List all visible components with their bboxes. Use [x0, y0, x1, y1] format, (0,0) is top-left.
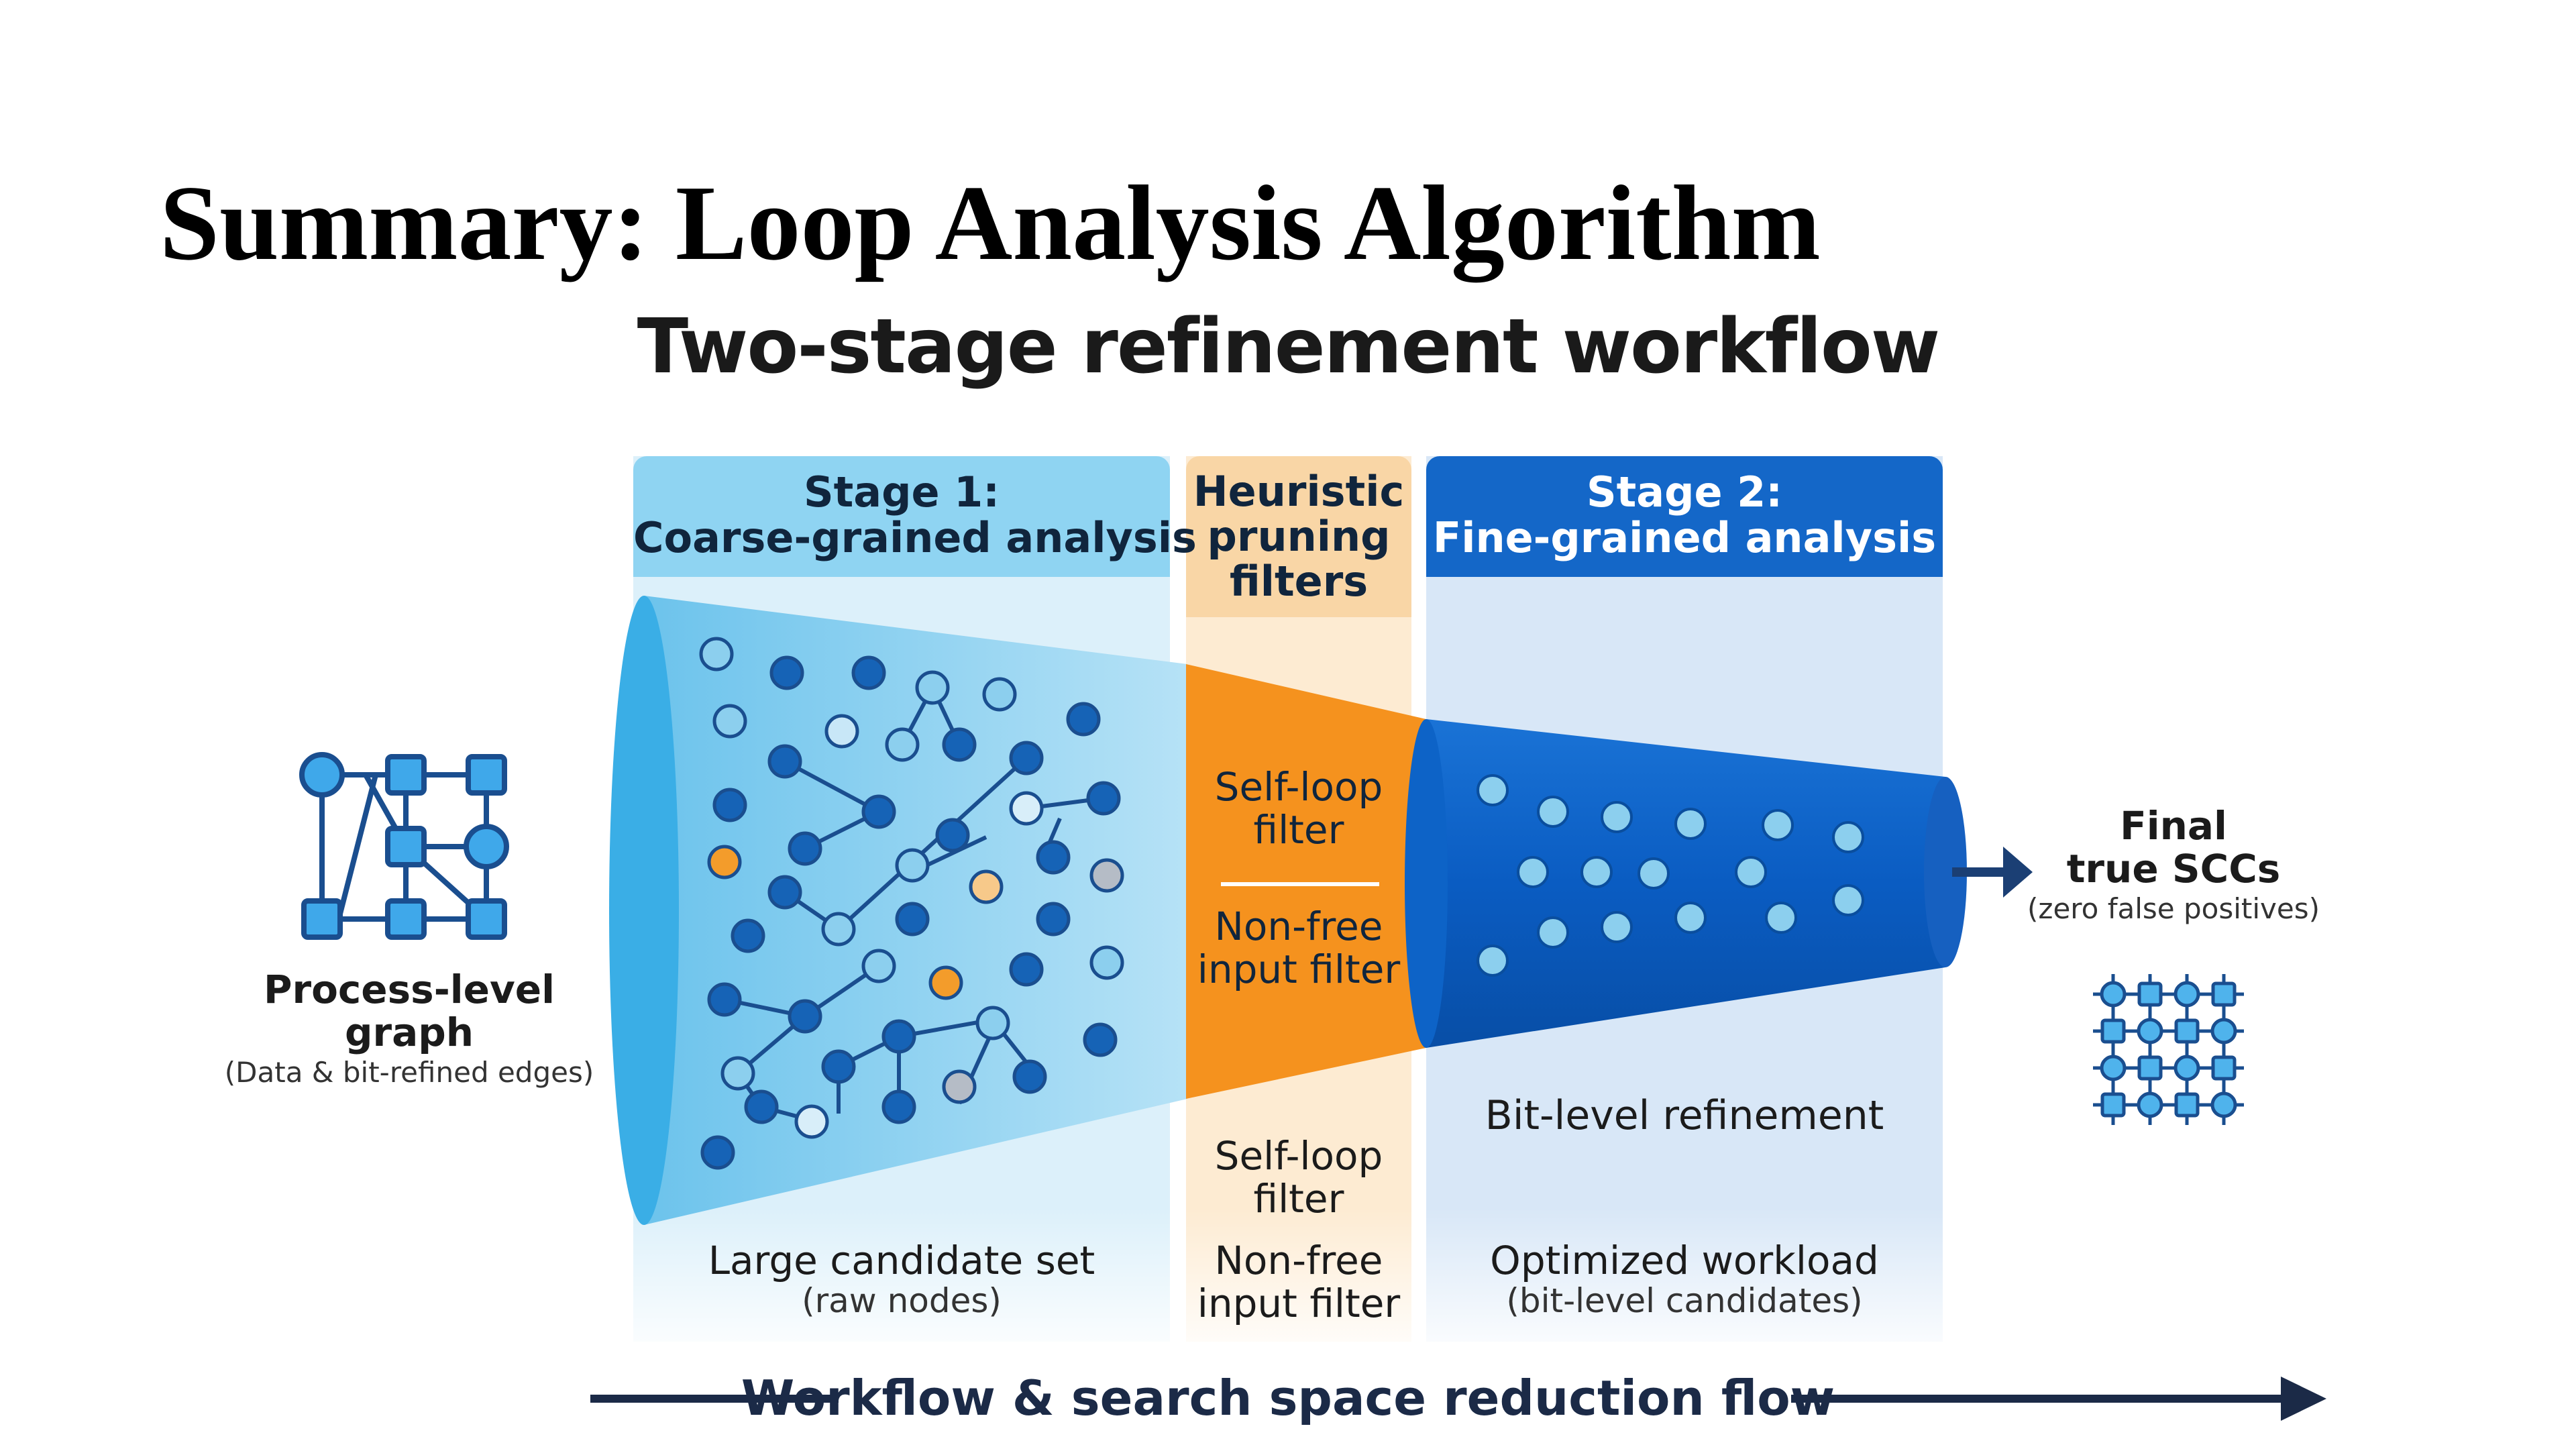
exit-arrow-head [2003, 847, 2033, 898]
scc-node [2210, 1091, 2237, 1118]
heuristic-heading: Heuristic pruning filters [1193, 467, 1405, 606]
panel-fade [631, 1208, 1945, 1348]
funnel-mouth [609, 596, 679, 1225]
scc-node [2100, 981, 2127, 1008]
final-scc-label: Final true SCCs (zero false positives) [2027, 803, 2320, 925]
stage1-heading: Stage 1: Coarse-grained analysis [633, 468, 1197, 563]
stage2-footer: Optimized workload (bit-level candidates… [1490, 1238, 1879, 1320]
stage2-heading: Stage 2: Fine-grained analysis [1432, 468, 1937, 563]
stage1-header [633, 456, 1170, 577]
self-loop-filter-label: Self-loop filter [1214, 764, 1383, 853]
tube-end [1924, 777, 1967, 967]
process-graph-label: Process-level graph (Data & bit-refined … [224, 967, 594, 1089]
filter-band [1186, 664, 1426, 1099]
bit-level-refinement-label: Bit-level refinement [1485, 1092, 1884, 1139]
scc-node [2100, 1092, 2126, 1118]
scc-node [2174, 1092, 2200, 1118]
scc-node [2137, 1091, 2163, 1118]
stage2-header [1426, 456, 1943, 577]
lower-non-free-label: Non-free input filter [1197, 1238, 1401, 1326]
scc-node [2137, 1018, 2163, 1044]
scc-node [2210, 1018, 2237, 1044]
flow-arrow-head [2281, 1377, 2326, 1421]
lower-self-loop-label: Self-loop filter [1214, 1133, 1383, 1222]
process-graph-icon [299, 752, 509, 940]
scc-node [2137, 1055, 2163, 1081]
coarse-nodes [699, 637, 1124, 1170]
scc-node [2137, 981, 2163, 1007]
scc-node [2174, 1018, 2200, 1044]
fine-nodes [1477, 774, 1864, 977]
scc-node [2174, 1055, 2200, 1081]
scc-node [2100, 1018, 2126, 1044]
heuristic-header [1186, 456, 1411, 617]
scc-node [2211, 1055, 2237, 1081]
tube-front [1405, 719, 1448, 1048]
non-free-input-filter-label: Non-free input filter [1197, 904, 1401, 992]
slide-title: Summary: Loop Analysis Algorithm [160, 163, 1821, 282]
scc-grid-icon [2093, 974, 2244, 1125]
flow-label: Workflow & search space reduction flow [741, 1370, 1835, 1426]
scc-node [2174, 981, 2200, 1008]
stage1-footer: Large candidate set (raw nodes) [708, 1238, 1095, 1320]
scc-node [2211, 981, 2237, 1007]
workflow-title: Two-stage refinement workflow [637, 303, 1941, 390]
scc-node [2100, 1055, 2127, 1081]
